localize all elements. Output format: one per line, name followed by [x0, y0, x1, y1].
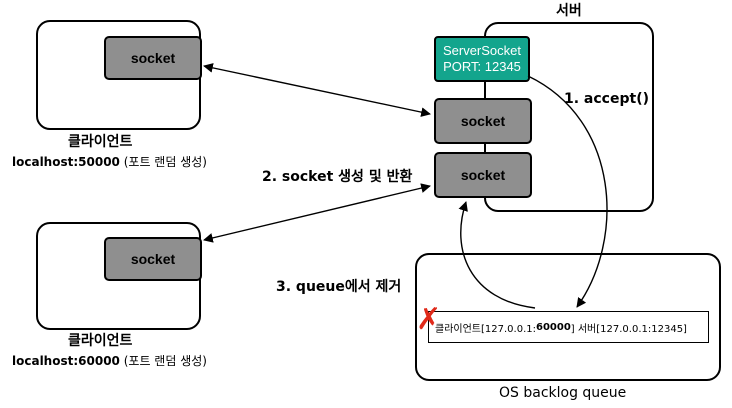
remove-x-icon: ✗	[416, 302, 442, 337]
client1-connection-arrow	[203, 63, 431, 117]
client1-address: localhost:50000 (포트 랜덤 생성)	[12, 153, 207, 170]
client2-address: localhost:60000 (포트 랜덤 생성)	[12, 352, 207, 369]
client2-title: 클라이언트	[68, 333, 133, 349]
server-socket-name: ServerSocket	[442, 43, 522, 58]
client2-address-note: (포트 랜덤 생성)	[119, 354, 207, 368]
client1-socket: socket	[104, 36, 202, 80]
step-create-return-label: 2. socket 생성 및 반환	[262, 169, 413, 185]
queue-entry-port: 60000	[535, 321, 571, 333]
backlog-queue-title: OS backlog queue	[499, 385, 627, 401]
queue-entry-client: 클라이언트[127.0.0.1:	[435, 323, 536, 335]
step-accept-label: 1. accept()	[564, 91, 649, 107]
queue-entry-server: ] 서버[127.0.0.1:12345]	[570, 323, 687, 335]
server-socket: ServerSocket PORT: 12345	[434, 36, 530, 82]
queue-entry: 클라이언트[127.0.0.1:60000] 서버[127.0.0.1:1234…	[428, 311, 709, 343]
client1-title: 클라이언트	[68, 134, 133, 150]
client2-address-value: localhost:60000	[12, 354, 120, 368]
server-socket-top: socket	[434, 98, 532, 144]
server-socket-bottom: socket	[434, 152, 532, 198]
client1-address-note: (포트 랜덤 생성)	[119, 155, 207, 169]
server-socket-port: PORT: 12345	[443, 59, 521, 74]
client1-address-value: localhost:50000	[12, 155, 120, 169]
client2-socket: socket	[104, 237, 202, 281]
step-remove-queue-label: 3. queue에서 제거	[276, 279, 402, 295]
client2-connection-arrow	[203, 183, 431, 243]
server-title: 서버	[556, 3, 582, 19]
